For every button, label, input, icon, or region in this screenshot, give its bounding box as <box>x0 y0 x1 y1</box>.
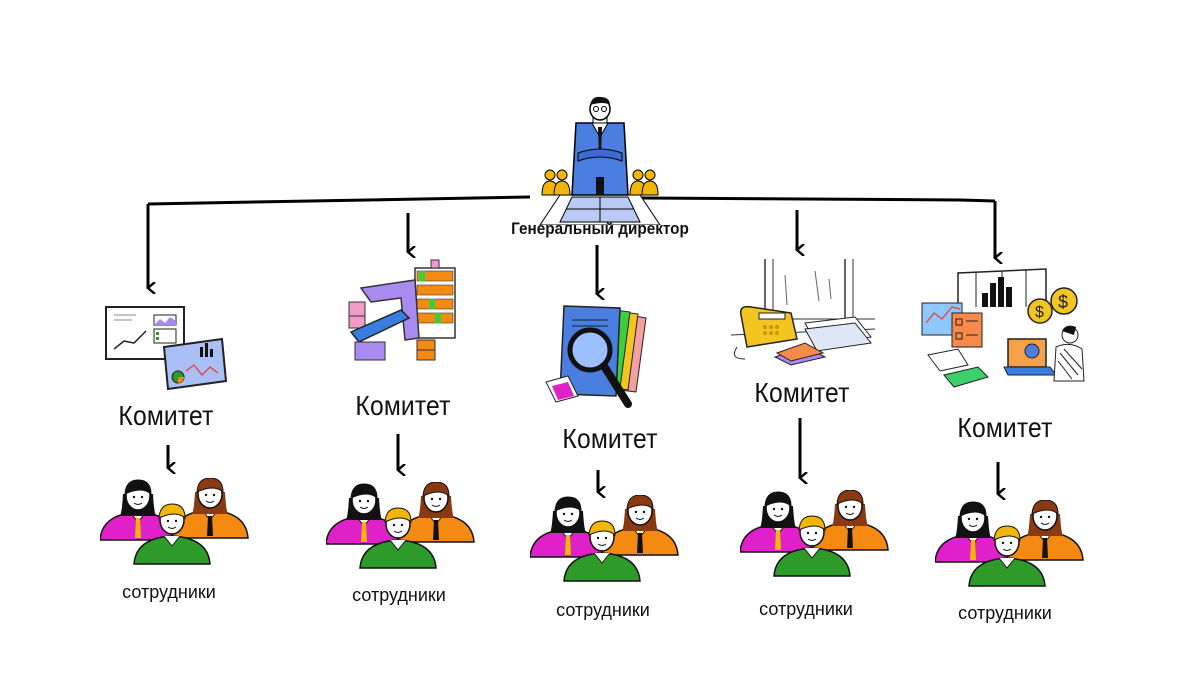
committee-label-1: Комитет <box>118 400 214 431</box>
employees-group-icon <box>100 478 249 565</box>
committee-label-4: Комитет <box>754 377 850 408</box>
audit-magnifier-icon <box>545 305 647 408</box>
staff-label-2: сотрудники <box>352 585 446 605</box>
svg-text:$: $ <box>1058 292 1068 312</box>
director-label: Генеральный директор <box>511 219 689 238</box>
employees-group-icon <box>326 482 475 569</box>
staff-label-1: сотрудники <box>122 582 216 602</box>
presentation-charts-icon <box>105 306 228 391</box>
committee-label-5: Комитет <box>957 412 1053 443</box>
staff-label-4: сотрудники <box>759 599 853 619</box>
staff-label-3: сотрудники <box>556 600 650 620</box>
staff-label-5: сотрудники <box>958 603 1052 623</box>
bus-line-left <box>147 195 531 206</box>
office-phone-documents-icon <box>730 259 876 366</box>
bus-line-right <box>641 196 996 203</box>
director-icon <box>539 96 661 225</box>
employees-group-icon <box>530 495 679 582</box>
employees-group-icon <box>740 490 889 577</box>
committee-label-3: Комитет <box>562 423 658 454</box>
svg-text:$: $ <box>1035 304 1044 321</box>
employees-group-icon <box>935 500 1084 587</box>
finance-analytics-icon: $ $ <box>921 268 1085 388</box>
production-line-icon <box>348 259 456 361</box>
committee-label-2: Комитет <box>355 390 451 421</box>
